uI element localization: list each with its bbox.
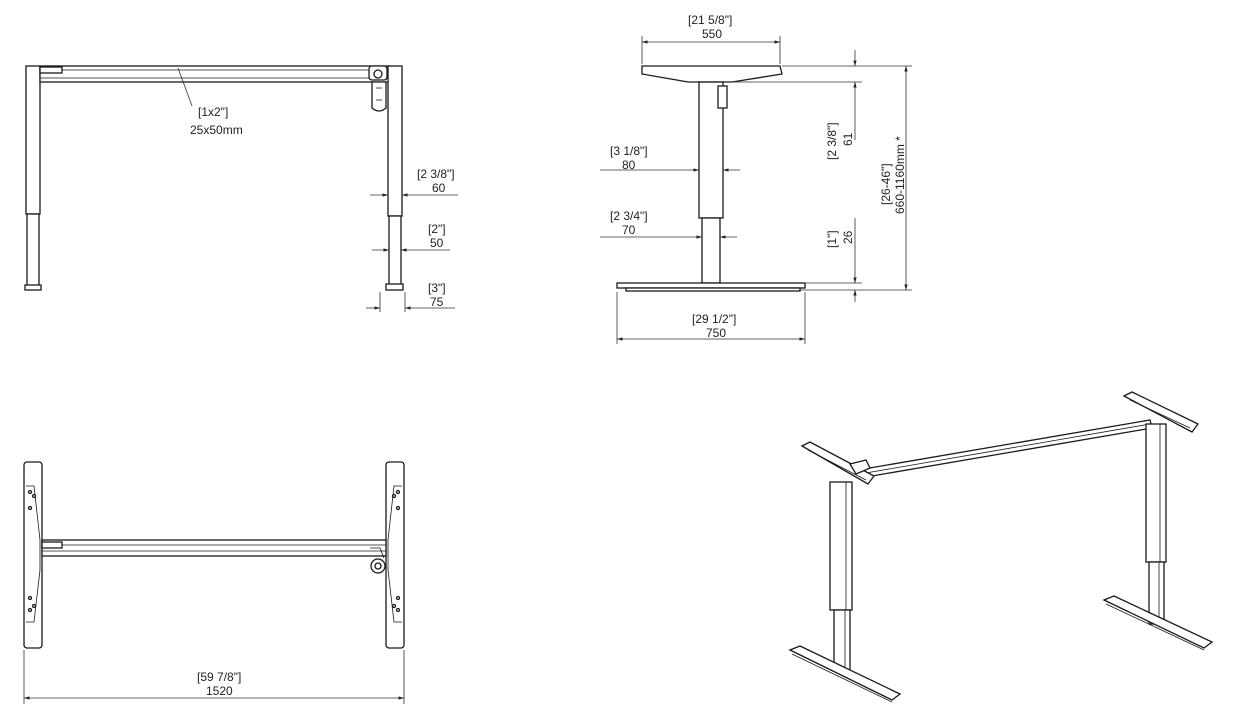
- left-lower-column: [26, 213, 40, 288]
- lower-column-depth-metric: 70: [622, 223, 636, 237]
- control-box: [371, 81, 387, 112]
- base-width-imperial: [29 1/2"]: [692, 312, 736, 326]
- upper-column-depth-imperial: [3 1/8"]: [610, 144, 648, 158]
- lower-column-width-imperial: [2"]: [428, 222, 446, 236]
- isometric-view: [788, 391, 1214, 703]
- base-height-metric: 26: [841, 230, 855, 244]
- beam-size-imperial: [1x2"]: [198, 105, 228, 119]
- crossbeam: [39, 65, 391, 83]
- overall-width-metric: 1520: [206, 684, 233, 698]
- left-top-plate: [23, 461, 43, 649]
- side-base: [616, 282, 806, 289]
- side-view: [21 5/8"] 550 [3 1/8"] 80 [2 3/4"] 70 [2…: [600, 13, 912, 344]
- base-width-metric: 750: [706, 326, 726, 340]
- top-plate: [641, 65, 783, 83]
- left-upper-column: [25, 65, 41, 215]
- top-view: [59 7/8"] 1520: [23, 461, 405, 704]
- plate-thickness-imperial: [2 3/8"]: [825, 122, 839, 160]
- plate-thickness-metric: 61: [841, 132, 855, 146]
- lower-column-width-metric: 50: [430, 236, 444, 250]
- lower-column-depth-imperial: [2 3/4"]: [610, 209, 648, 223]
- right-top-plate: [385, 461, 405, 649]
- upper-column-depth-metric: 80: [622, 158, 636, 172]
- upper-column-width-metric: 60: [432, 181, 446, 195]
- right-upper-column: [387, 65, 403, 217]
- beam-size-metric: 25x50mm: [190, 123, 243, 137]
- overall-width-imperial: [59 7/8"]: [197, 670, 241, 684]
- front-view: [1x2"] 25x50mm [2 3/8"] 60 [2"] 50 [3"] …: [24, 65, 458, 312]
- iso-left-upper-column: [829, 481, 853, 611]
- iso-left-lower-column: [833, 609, 851, 671]
- beam-bracket-left: [39, 66, 63, 74]
- top-view-crossbeam: [41, 539, 387, 557]
- iso-left-foot: [788, 645, 902, 701]
- side-lower-column: [701, 217, 721, 284]
- foot-width-metric: 75: [430, 295, 444, 309]
- motor-housing: [368, 65, 388, 81]
- side-cable-bracket: [717, 85, 728, 109]
- left-foot: [24, 284, 42, 291]
- right-lower-column: [388, 215, 402, 287]
- top-width-imperial: [21 5/8"]: [688, 13, 732, 27]
- top-view-motor: [370, 558, 386, 574]
- overall-height-imperial: [26-46"]: [879, 163, 893, 205]
- upper-column-width-imperial: [2 3/8"]: [417, 167, 455, 181]
- iso-right-top-plate: [1122, 391, 1199, 433]
- base-height-imperial: [1"]: [825, 230, 839, 248]
- iso-right-upper-column: [1145, 423, 1167, 563]
- right-foot: [385, 283, 404, 291]
- overall-height-metric: 660-1160mm *: [893, 136, 907, 214]
- iso-motor: [848, 459, 871, 475]
- iso-right-foot: [1102, 595, 1214, 649]
- foot-width-imperial: [3"]: [428, 281, 446, 295]
- top-width-metric: 550: [702, 27, 722, 41]
